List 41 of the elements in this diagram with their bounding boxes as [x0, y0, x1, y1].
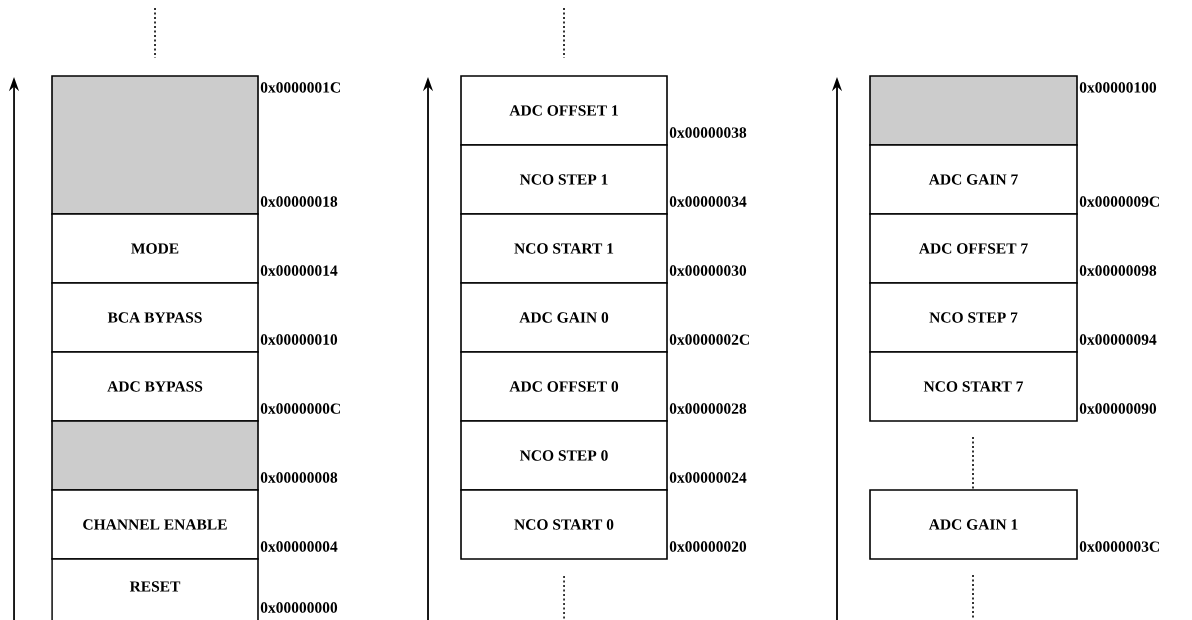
address-label: 0x00000010: [260, 334, 338, 345]
register-box: ADC OFFSET 0: [460, 351, 668, 422]
address-label: 0x0000000C: [260, 403, 340, 414]
address-label: 0x00000034: [669, 196, 747, 207]
address-label: 0x00000038: [669, 127, 747, 138]
address-label: 0x00000028: [669, 403, 747, 414]
address-label: 0x00000004: [260, 541, 338, 552]
address-label: 0x00000094: [1079, 334, 1157, 345]
register-box: MODE: [51, 213, 259, 284]
register-box: ADC GAIN 1: [869, 489, 1078, 560]
register-box: NCO STEP 0: [460, 420, 668, 491]
register-box: ADC GAIN 0: [460, 282, 668, 353]
register-box: ADC BYPASS: [51, 351, 259, 422]
address-label: 0x00000000: [260, 602, 338, 613]
address-label: 0x00000018: [260, 196, 338, 207]
reserved-box: [51, 75, 259, 215]
register-box: CHANNEL ENABLE: [51, 489, 259, 560]
register-box: NCO START 0: [460, 489, 668, 560]
register-box: ADC OFFSET 7: [869, 213, 1078, 284]
address-label: 0x00000020: [669, 541, 747, 552]
address-label: 0x0000003C: [1079, 541, 1159, 552]
register-box: RESET: [51, 558, 259, 620]
address-label: 0x0000001C: [260, 82, 340, 93]
address-label: 0x0000002C: [669, 334, 749, 345]
address-label: 0x00000098: [1079, 265, 1157, 276]
address-label: 0x00000014: [260, 265, 338, 276]
register-box: ADC OFFSET 1: [460, 75, 668, 146]
register-box: NCO START 7: [869, 351, 1078, 422]
register-box: NCO STEP 7: [869, 282, 1078, 353]
address-label: 0x00000100: [1079, 82, 1157, 93]
register-box: ADC GAIN 7: [869, 144, 1078, 215]
reserved-box: [869, 75, 1078, 146]
address-label: 0x00000030: [669, 265, 747, 276]
address-label: 0x00000008: [260, 472, 338, 483]
reserved-box: [51, 420, 259, 491]
address-label: 0x00000090: [1079, 403, 1157, 414]
address-label: 0x0000009C: [1079, 196, 1159, 207]
address-label: 0x00000024: [669, 472, 747, 483]
register-box: BCA BYPASS: [51, 282, 259, 353]
register-box: NCO STEP 1: [460, 144, 668, 215]
register-box: NCO START 1: [460, 213, 668, 284]
